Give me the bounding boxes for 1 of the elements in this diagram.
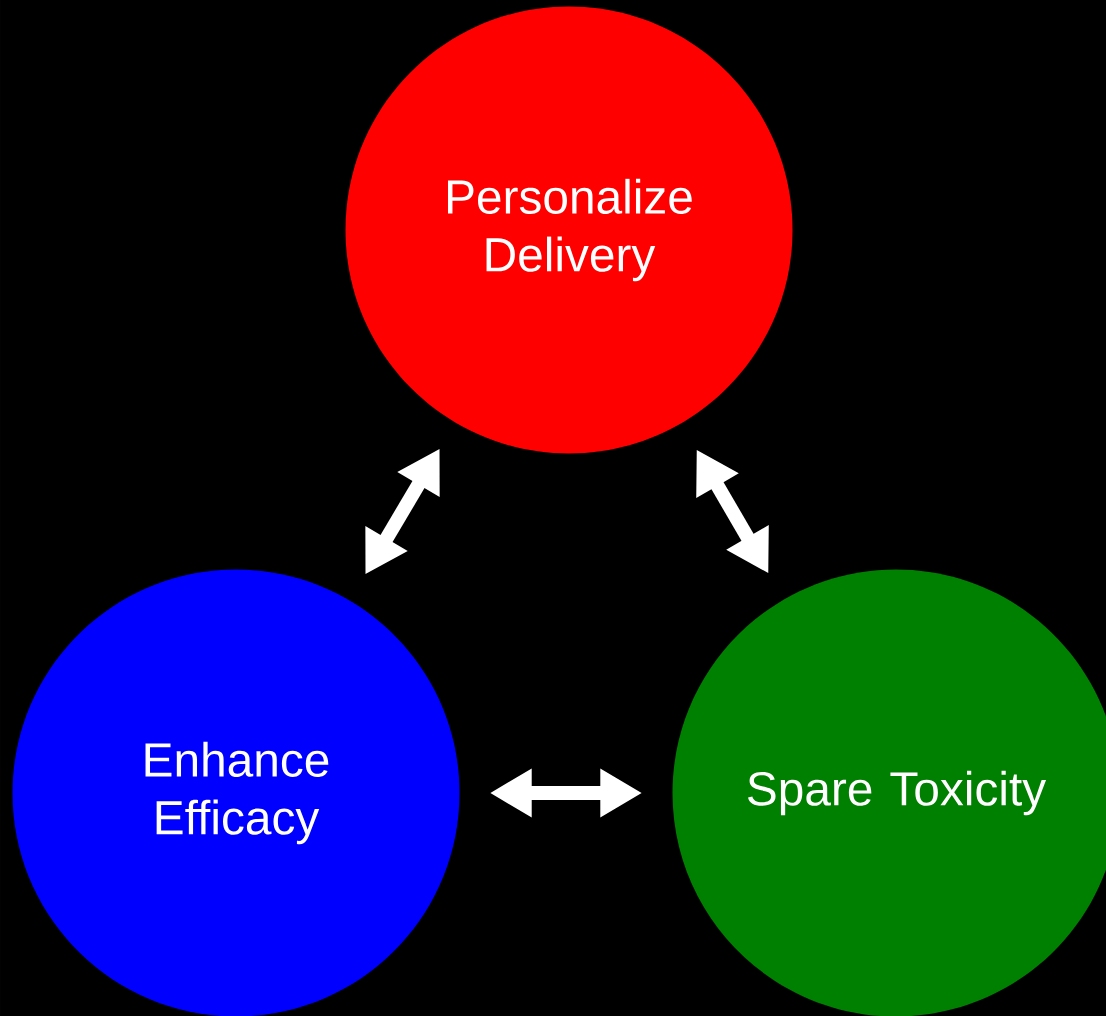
circle-node: Personalize Delivery [345, 6, 793, 454]
